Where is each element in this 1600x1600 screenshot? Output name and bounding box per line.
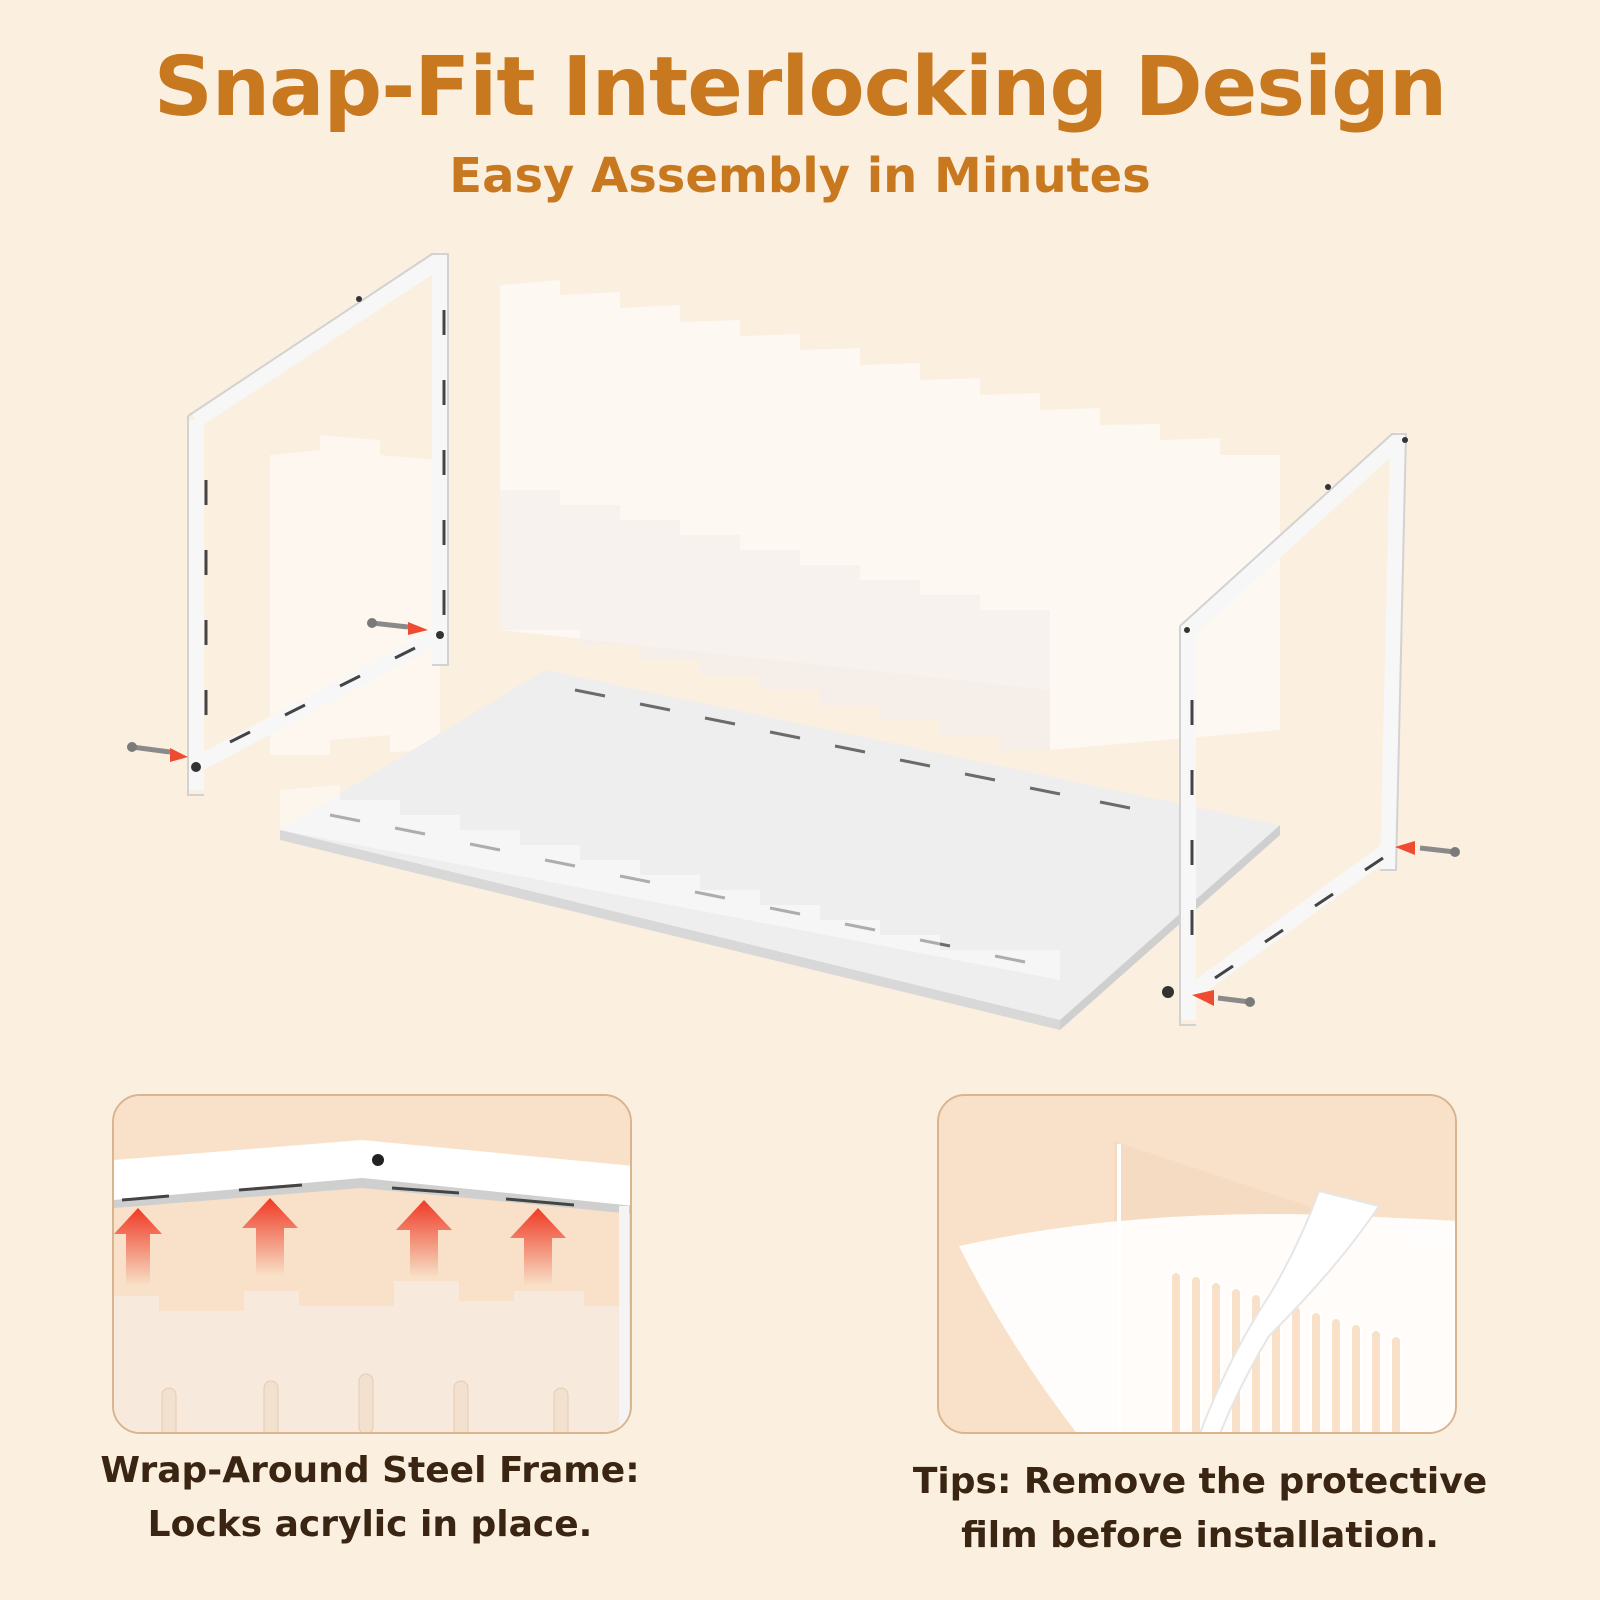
left-acrylic-panel — [270, 435, 440, 755]
caption-line: film before installation. — [961, 1515, 1439, 1556]
screw-icon — [367, 618, 428, 635]
screw-hole-icon — [372, 1154, 384, 1166]
base-shelf — [280, 670, 1280, 1020]
right-frame-edges — [1179, 433, 1408, 1026]
caption-line: Locks acrylic in place. — [147, 1504, 593, 1545]
page-subtitle: Easy Assembly in Minutes — [449, 148, 1151, 204]
caption-line: Tips: Remove the protective — [912, 1461, 1488, 1502]
right-steel-frame — [1180, 432, 1406, 1020]
up-arrow-icon — [114, 1198, 566, 1286]
left-frame-slots — [204, 310, 446, 744]
steel-frame-bar — [114, 1140, 630, 1206]
feature-image-steel-frame — [112, 1094, 632, 1434]
front-acrylic-panel — [280, 785, 1060, 980]
exploded-assembly-illustration — [127, 252, 1460, 1030]
screw-icon — [1192, 990, 1255, 1007]
page-title: Snap-Fit Interlocking Design — [153, 40, 1448, 135]
screw-icon — [127, 742, 188, 762]
feature-image-protective-film — [937, 1094, 1457, 1434]
shelf-slots — [329, 688, 1131, 964]
left-frame-edges — [187, 253, 449, 796]
screw-icon — [1395, 841, 1460, 857]
right-frame-slots — [1190, 700, 1384, 980]
caption-steel-frame: Wrap-Around Steel Frame: Locks acrylic i… — [60, 1444, 680, 1552]
caption-line: Wrap-Around Steel Frame: — [100, 1450, 640, 1491]
inner-acrylic-panel — [500, 490, 1050, 750]
peeling-film-corner — [1199, 1189, 1381, 1432]
caption-protective-film: Tips: Remove the protective film before … — [880, 1455, 1520, 1563]
